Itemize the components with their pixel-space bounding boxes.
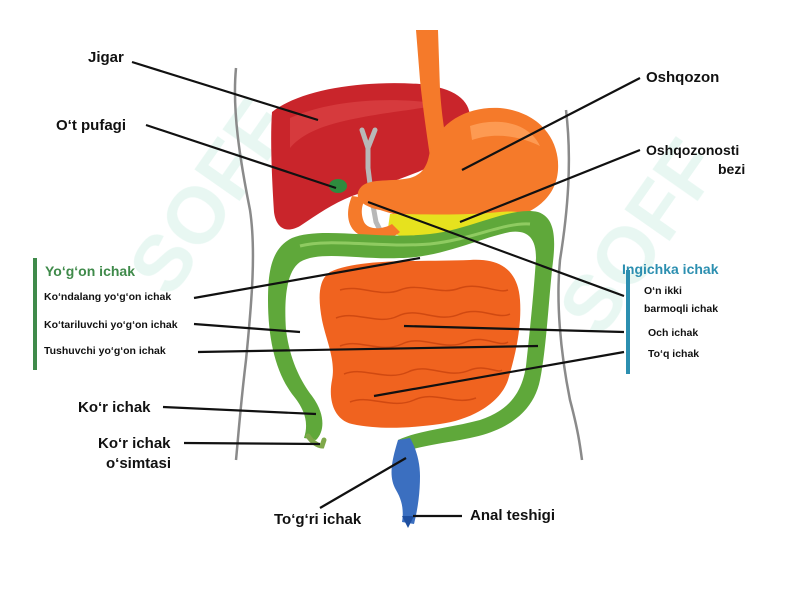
stomach <box>357 107 559 224</box>
ingichka-ichak-item-2: Och ichak <box>648 327 698 339</box>
ingichka-ichak-item-1a: O‘n ikki <box>644 285 682 297</box>
label-oshqozon: Oshqozon <box>646 69 719 86</box>
ingichka-ichak-item-1b: barmoqli ichak <box>644 303 718 315</box>
gallbladder <box>329 179 347 193</box>
body-outline <box>233 67 584 461</box>
stomach-highlight <box>470 121 540 146</box>
rectum <box>391 438 420 524</box>
anus-tip <box>402 516 414 528</box>
label-anal-teshigi: Anal teshigi <box>470 507 555 524</box>
yogon-ichak-title: Yo‘g‘on ichak <box>45 263 135 279</box>
label-kor-ichak: Ko‘r ichak <box>78 399 151 416</box>
duodenum <box>348 196 400 240</box>
yogon-ichak-bar <box>33 258 37 370</box>
label-kor-ichak-osimtasi-2: o‘simtasi <box>106 455 171 472</box>
yogon-ichak-item-2: Ko‘tariluvchi yo‘g‘on ichak <box>44 319 178 331</box>
yogon-ichak-item-3: Tushuvchi yo‘g‘on ichak <box>44 345 166 357</box>
small-intestine-folds <box>335 285 511 405</box>
ingichka-ichak-bar <box>626 270 630 374</box>
label-oshqozonosti-1: Oshqozonosti <box>646 142 739 158</box>
label-togri-ichak: To‘g‘ri ichak <box>274 511 362 528</box>
label-kor-ichak-osimtasi-1: Ko‘r ichak <box>98 435 171 452</box>
yogon-ichak-item-1: Ko‘ndalang yo‘g‘on ichak <box>44 291 171 303</box>
label-oshqozonosti-2: bezi <box>718 161 745 177</box>
esophagus <box>416 30 448 156</box>
label-jigar: Jigar <box>88 49 124 66</box>
colon-highlight <box>299 222 531 248</box>
leader-lines <box>131 60 641 518</box>
ingichka-ichak-item-3: To‘q ichak <box>648 348 699 360</box>
liver-highlight <box>290 100 440 148</box>
label-ot-pufagi: O‘t pufagi <box>56 117 126 134</box>
ingichka-ichak-title: Ingichka ichak <box>622 261 719 277</box>
small-intestine <box>319 259 521 428</box>
